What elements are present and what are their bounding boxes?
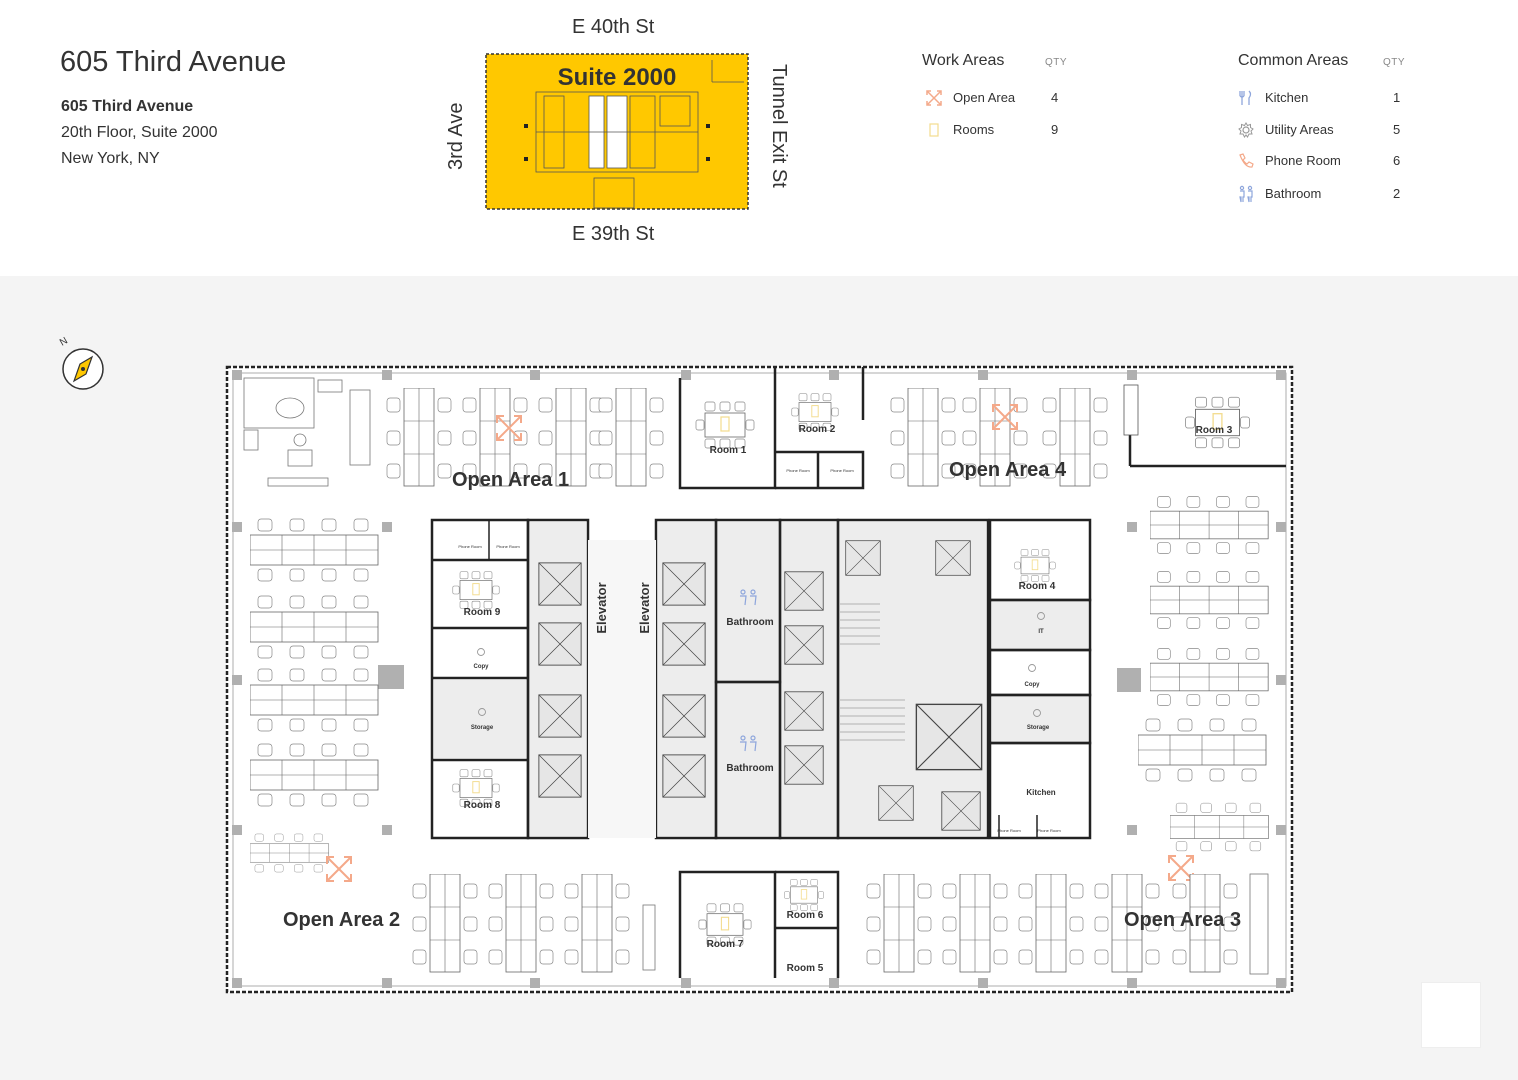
gear-icon	[1033, 709, 1041, 717]
phone-room-label: Phone Room	[830, 468, 854, 473]
street-west: 3rd Ave	[445, 102, 467, 170]
street-north: E 40th St	[572, 16, 655, 38]
open-area-2-label: Open Area 2	[283, 909, 400, 931]
bathroom-icon	[740, 735, 757, 752]
desk-cluster	[1018, 874, 1084, 973]
legend-bathroom-label: Bathroom	[1265, 186, 1322, 201]
key-map-building	[535, 60, 744, 209]
blank-panel	[1421, 982, 1481, 1048]
room-table	[783, 878, 825, 912]
compass-north-label: N	[58, 335, 70, 348]
lounge-furniture	[243, 377, 371, 487]
copy-label: Copy	[1025, 682, 1041, 688]
gear-icon	[477, 648, 485, 656]
legend-phone-room-label: Phone Room	[1265, 153, 1341, 168]
room-8-label: Room 8	[464, 800, 501, 811]
core-walls	[430, 518, 1092, 840]
legend-utility-label: Utility Areas	[1265, 122, 1334, 137]
desk-cluster	[942, 874, 1008, 973]
desk-cluster	[866, 874, 932, 973]
room-7-label: Room 7	[707, 939, 744, 950]
legend-rooms-label: Rooms	[953, 122, 995, 137]
building-title: 605 Third Avenue	[60, 46, 287, 78]
phone-room-label: Phone Room	[458, 544, 482, 549]
legend-kitchen-qty: 1	[1393, 90, 1401, 105]
gear-icon	[1238, 122, 1254, 138]
floorplan: N	[58, 335, 1294, 994]
street-east: Tunnel Exit St	[768, 64, 790, 188]
suite-label: Suite 2000	[558, 64, 677, 91]
legend-open-area-label: Open Area	[953, 90, 1016, 105]
work-areas-title: Work Areas	[922, 52, 1005, 69]
room-5-label: Room 5	[787, 963, 824, 974]
street-south: E 39th St	[572, 223, 655, 245]
address-line-3: New York, NY	[61, 150, 160, 167]
compass-icon: N	[58, 335, 104, 390]
copy-label: Copy	[474, 664, 490, 670]
room-1-label: Room 1	[710, 445, 747, 456]
legend-phone-room-qty: 6	[1393, 153, 1401, 168]
legend-open-area-qty: 4	[1051, 90, 1059, 105]
legend-rooms-qty: 9	[1051, 122, 1059, 137]
columns	[232, 370, 1286, 988]
bathroom-label: Bathroom	[726, 763, 773, 774]
gear-icon	[478, 708, 486, 716]
phone-room-label: Phone Room	[496, 544, 520, 549]
open-area-icon	[926, 90, 942, 106]
legend-bathroom-qty: 2	[1393, 186, 1401, 201]
phone-room-label: Phone Room	[1037, 828, 1061, 833]
room-6-label: Room 6	[787, 910, 824, 921]
address-line-2: 20th Floor, Suite 2000	[61, 124, 218, 141]
legend-kitchen-label: Kitchen	[1265, 90, 1309, 105]
room-table	[1184, 396, 1251, 449]
bathroom-icon	[1239, 185, 1253, 203]
storage-label: Storage	[471, 725, 494, 731]
kitchen-icon	[1239, 90, 1252, 105]
desk-cluster	[386, 388, 452, 487]
address-line-1: 605 Third Avenue	[61, 98, 194, 115]
kitchen-label: Kitchen	[1026, 788, 1055, 797]
desk-cluster	[890, 388, 956, 487]
room-icon	[929, 123, 939, 137]
it-label: IT	[1038, 629, 1044, 635]
common-qty-header: QTY	[1383, 57, 1406, 68]
room-4-label: Room 4	[1019, 581, 1056, 592]
open-area-3-label: Open Area 3	[1124, 909, 1241, 931]
room-9-label: Room 9	[464, 607, 501, 618]
work-qty-header: QTY	[1045, 57, 1068, 68]
room-table	[1014, 548, 1056, 583]
key-map: Suite 2000	[485, 53, 749, 210]
room-3-label: Room 3	[1196, 425, 1233, 436]
open-area-1-label: Open Area 1	[452, 469, 569, 491]
elevator-label: Elevator	[594, 582, 609, 633]
open-area-4-label: Open Area 4	[949, 459, 1067, 481]
desk-cluster	[598, 388, 664, 487]
bathroom-label: Bathroom	[726, 617, 773, 628]
gear-icon	[1028, 664, 1036, 672]
legend-utility-qty: 5	[1393, 122, 1401, 137]
elevator-label: Elevator	[637, 582, 652, 633]
gear-icon	[1037, 612, 1045, 620]
common-areas-title: Common Areas	[1238, 52, 1349, 69]
storage-label: Storage	[1027, 725, 1050, 731]
phone-icon	[1239, 153, 1254, 168]
desk-cluster	[564, 874, 630, 973]
room-2-label: Room 2	[799, 424, 836, 435]
header: 605 Third Avenue 605 Third Avenue 20th F…	[0, 0, 1518, 276]
bottom-room-walls	[678, 870, 840, 978]
room-table	[452, 571, 500, 609]
room-table	[695, 401, 755, 449]
desk-cluster	[412, 874, 478, 973]
bathroom-icon	[740, 589, 757, 606]
desk-cluster	[488, 874, 554, 973]
phone-room-label: Phone Room	[786, 468, 810, 473]
phone-room-label: Phone Room	[997, 828, 1021, 833]
